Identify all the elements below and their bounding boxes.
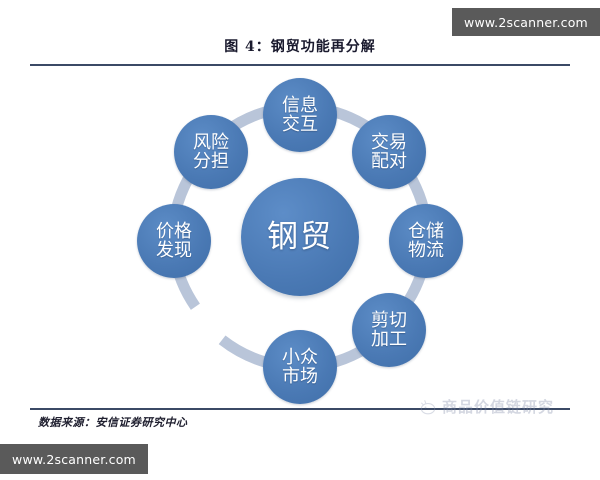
node-risk-sharing-line1: 风险 (193, 131, 229, 153)
scanner-watermark-top-right: www.2scanner.com (452, 8, 600, 36)
scanner-watermark-bottom-left: www.2scanner.com (0, 444, 148, 474)
node-warehouse-logistics[interactable]: 仓储 物流 (389, 204, 463, 278)
node-niche-market[interactable]: 小众 市场 (263, 330, 337, 404)
radial-diagram: 钢贸 信息 交互 交易 配对 仓储 物流 剪切 加工 小众 市场 价格 发现 风 (120, 72, 480, 404)
title-divider (30, 64, 570, 66)
center-node-steel-trade[interactable]: 钢贸 (241, 178, 359, 296)
node-risk-sharing[interactable]: 风险 分担 (174, 115, 248, 189)
footer-divider (30, 408, 570, 410)
node-warehouse-logistics-line2: 物流 (408, 240, 444, 261)
node-cutting-processing[interactable]: 剪切 加工 (352, 293, 426, 367)
node-transaction-match-line1: 交易 (371, 131, 407, 153)
node-cutting-processing-line2: 加工 (371, 329, 407, 350)
node-niche-market-line2: 市场 (282, 366, 318, 387)
figure-source-label: 数据来源：安信证券研究中心 (38, 416, 188, 429)
figure-title: 图 4：钢贸功能再分解 (224, 39, 376, 55)
node-cutting-processing-line1: 剪切 (371, 309, 407, 331)
center-node-label: 钢贸 (267, 218, 333, 255)
node-info-interaction-line1: 信息 (282, 94, 318, 116)
node-info-interaction[interactable]: 信息 交互 (263, 78, 337, 152)
node-niche-market-line1: 小众 (282, 346, 318, 368)
node-price-discovery-line2: 发现 (156, 240, 192, 261)
node-info-interaction-line2: 交互 (282, 114, 318, 135)
node-transaction-match-line2: 配对 (371, 151, 407, 172)
node-warehouse-logistics-line1: 仓储 (408, 220, 444, 242)
node-price-discovery-line1: 价格 (156, 220, 192, 242)
node-risk-sharing-line2: 分担 (193, 151, 229, 172)
node-transaction-match[interactable]: 交易 配对 (352, 115, 426, 189)
node-price-discovery[interactable]: 价格 发现 (137, 204, 211, 278)
